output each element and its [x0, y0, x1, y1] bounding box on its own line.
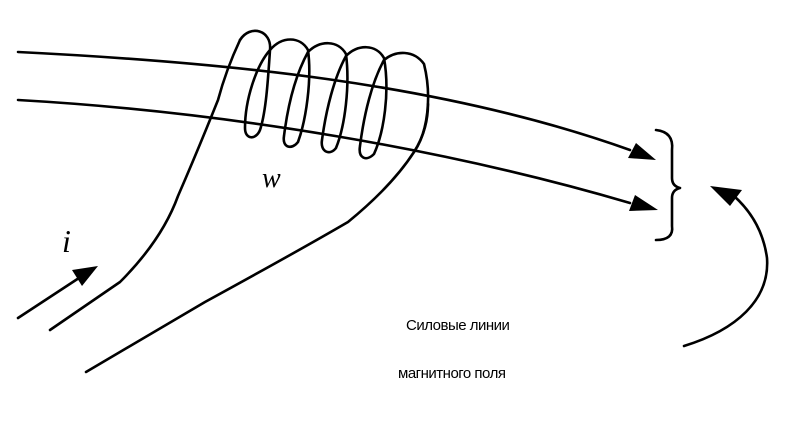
field-line-upper-arrowhead	[628, 143, 656, 160]
return-arrow-head	[710, 186, 742, 206]
turns-label: w	[262, 163, 281, 194]
field-line-lower	[16, 98, 632, 205]
field-line-upper	[16, 50, 632, 152]
current-arrow	[16, 266, 98, 320]
coil-winding	[238, 29, 430, 160]
field-lines	[16, 50, 658, 211]
field-line-lower-arrowhead	[629, 195, 658, 211]
current-arrow-shaft	[16, 274, 84, 320]
return-arrow	[682, 186, 769, 348]
return-arrow-curve	[682, 194, 769, 348]
caption-line-2: магнитного поля	[398, 365, 506, 382]
caption-line-1: Силовые линии	[406, 317, 510, 334]
current-arrow-head	[72, 266, 98, 286]
field-lines-brace	[654, 128, 682, 242]
current-label: i	[62, 223, 71, 259]
coil-turns	[238, 29, 430, 160]
core-left-edge	[48, 38, 242, 332]
